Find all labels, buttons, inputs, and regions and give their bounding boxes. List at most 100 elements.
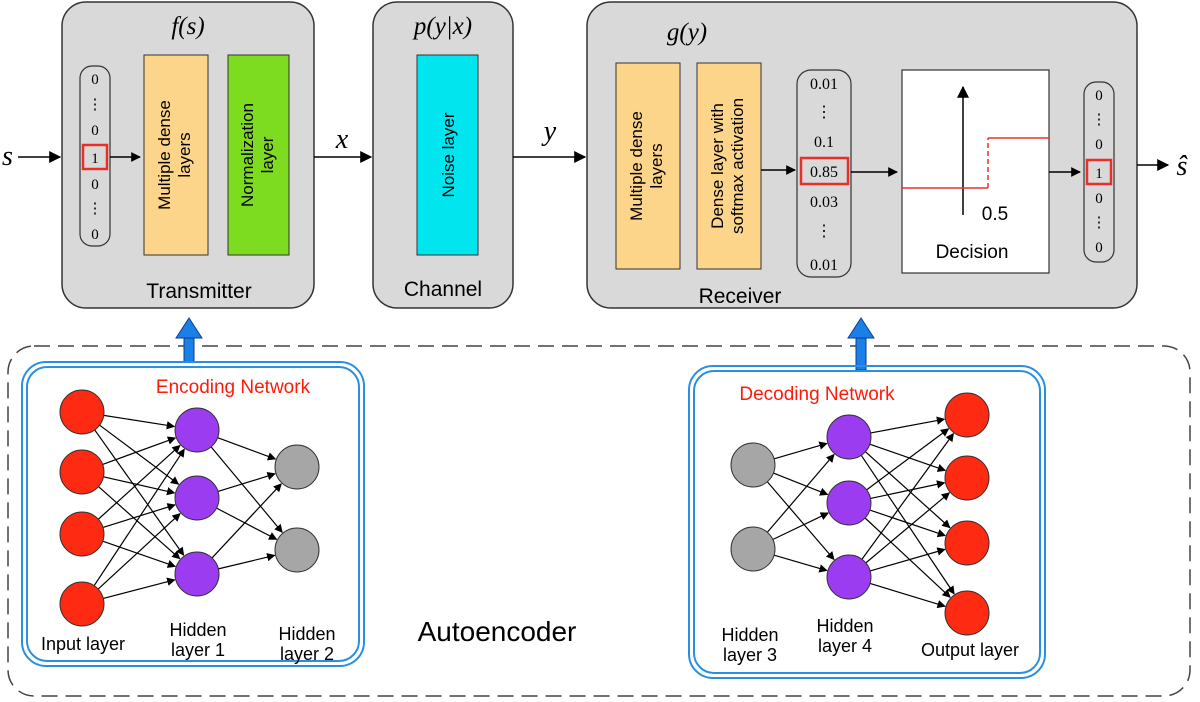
output-node [944,392,990,438]
vector-entry: 0 [91,72,99,88]
network-connection [210,446,283,533]
hidden-layer-3-label: layer 3 [723,645,777,665]
network-connection [103,577,176,600]
network-connection [864,517,951,598]
network-connection [97,444,181,520]
channel-block: p(y|x) Noise layer Channel [372,1,514,309]
network-connection [103,414,176,430]
receiver-label: Receiver [699,285,782,308]
y-signal-label: y [541,116,557,147]
output-signal-label: ŝ [1177,151,1189,182]
normalization-layer-box: Normalization layer [227,54,290,256]
hidden-layer-1-label: layer 1 [171,640,225,660]
network-connection [218,553,276,570]
softmax-layer-label: softmax activation [728,98,747,234]
probability-entry: ⋮ [816,104,832,121]
probability-entry: 0.01 [810,257,838,274]
encoder-nodes [59,389,320,627]
network-connection [869,443,947,472]
receiver-dense-layers-label: Multiple dense [627,111,646,221]
dense-layers-label: Multiple dense [155,100,174,210]
network-connection [99,424,180,485]
network-connection [869,547,946,572]
hidden-1-node [174,475,220,521]
vector-entry-active: 1 [91,151,99,167]
network-connection [773,472,829,496]
input-node [59,449,105,495]
receiver-dense-layers-label: layers [647,143,666,188]
network-connection [102,503,176,529]
active-bit-highlight [81,143,109,171]
input-layer-label: Input layer [41,634,125,654]
hidden-layer-2-label: Hidden [278,624,335,644]
autoencoder-label: Autoencoder [418,616,577,647]
network-connection [216,507,278,540]
network-connection [869,582,946,609]
signal-flow: s x y ŝ [2,116,1189,182]
hidden-3-node [730,526,776,572]
decision-label: Decision [936,242,1009,263]
encoder-to-transmitter-arrow [175,317,203,363]
vector-entry: ⋮ [1092,215,1107,231]
input-signal-label: s [2,141,13,172]
input-node [59,581,105,627]
vector-entry: ⋮ [88,97,103,113]
vector-entry: 0 [91,177,99,193]
decoded-bit-highlight [1085,158,1113,186]
hidden-1-node [174,551,220,597]
encoding-network: Encoding Network Input layer Hidden laye… [21,361,365,667]
hidden-2-node [274,527,320,573]
network-connection [870,416,946,434]
hidden-layer-4-label: Hidden [816,616,873,636]
input-node [59,511,105,557]
network-connection [93,448,185,586]
vector-entry: 0 [91,123,99,139]
decoder-nodes [730,392,990,636]
probability-entry-max: 0.85 [810,164,838,181]
network-connection [861,432,954,560]
hidden-1-node [174,407,220,453]
vector-entry: ⋮ [88,201,103,217]
network-connection [865,492,951,564]
decoding-network: Decoding Network Hidden layer 3 Hidden l… [688,365,1046,679]
decoder-connections [766,416,955,609]
softmax-layer-label: Dense layer with [708,103,727,229]
output-node [944,455,990,501]
network-connection [864,451,951,529]
network-connection [98,486,181,560]
network-connection [860,454,955,595]
threshold-label: 0.5 [982,204,1008,225]
input-node [59,389,105,435]
network-connection [766,453,835,533]
noise-layer-label: Noise layer [439,112,458,197]
hidden-4-node [826,554,872,600]
vector-entry-active: 1 [1095,166,1103,182]
network-connection [103,476,176,496]
network-connection [866,428,950,491]
network-connection [102,436,177,466]
transmitter-function: f(s) [171,13,204,40]
autoencoder-frame: Autoencoder [7,345,1191,697]
softmax-layer-box: Dense layer with softmax activation [696,62,762,270]
network-connection [766,481,835,561]
probability-entry: 0.03 [810,194,838,211]
hidden-layer-3-label: Hidden [721,625,778,645]
max-probability-highlight [799,156,850,186]
receiver-dense-layers-box: Multiple dense layers [615,62,681,270]
network-connection [94,429,185,556]
hidden-4-node [826,480,872,526]
input-one-hot-vector: 0 ⋮ 0 1 0 ⋮ 0 [79,65,111,247]
network-connection [773,441,828,460]
hidden-3-node [730,442,776,488]
network-connection [217,472,276,493]
decoding-network-title: Decoding Network [739,384,895,405]
hidden-layer-4-label: layer 4 [818,636,872,656]
vector-entry: 0 [1095,191,1103,207]
decision-box: 0.5 Decision [901,69,1050,274]
network-connection [773,554,828,573]
encoder-connections [93,414,283,600]
x-signal-label: x [335,124,349,155]
network-connection [211,483,282,559]
probability-entry: 0.01 [810,76,838,93]
